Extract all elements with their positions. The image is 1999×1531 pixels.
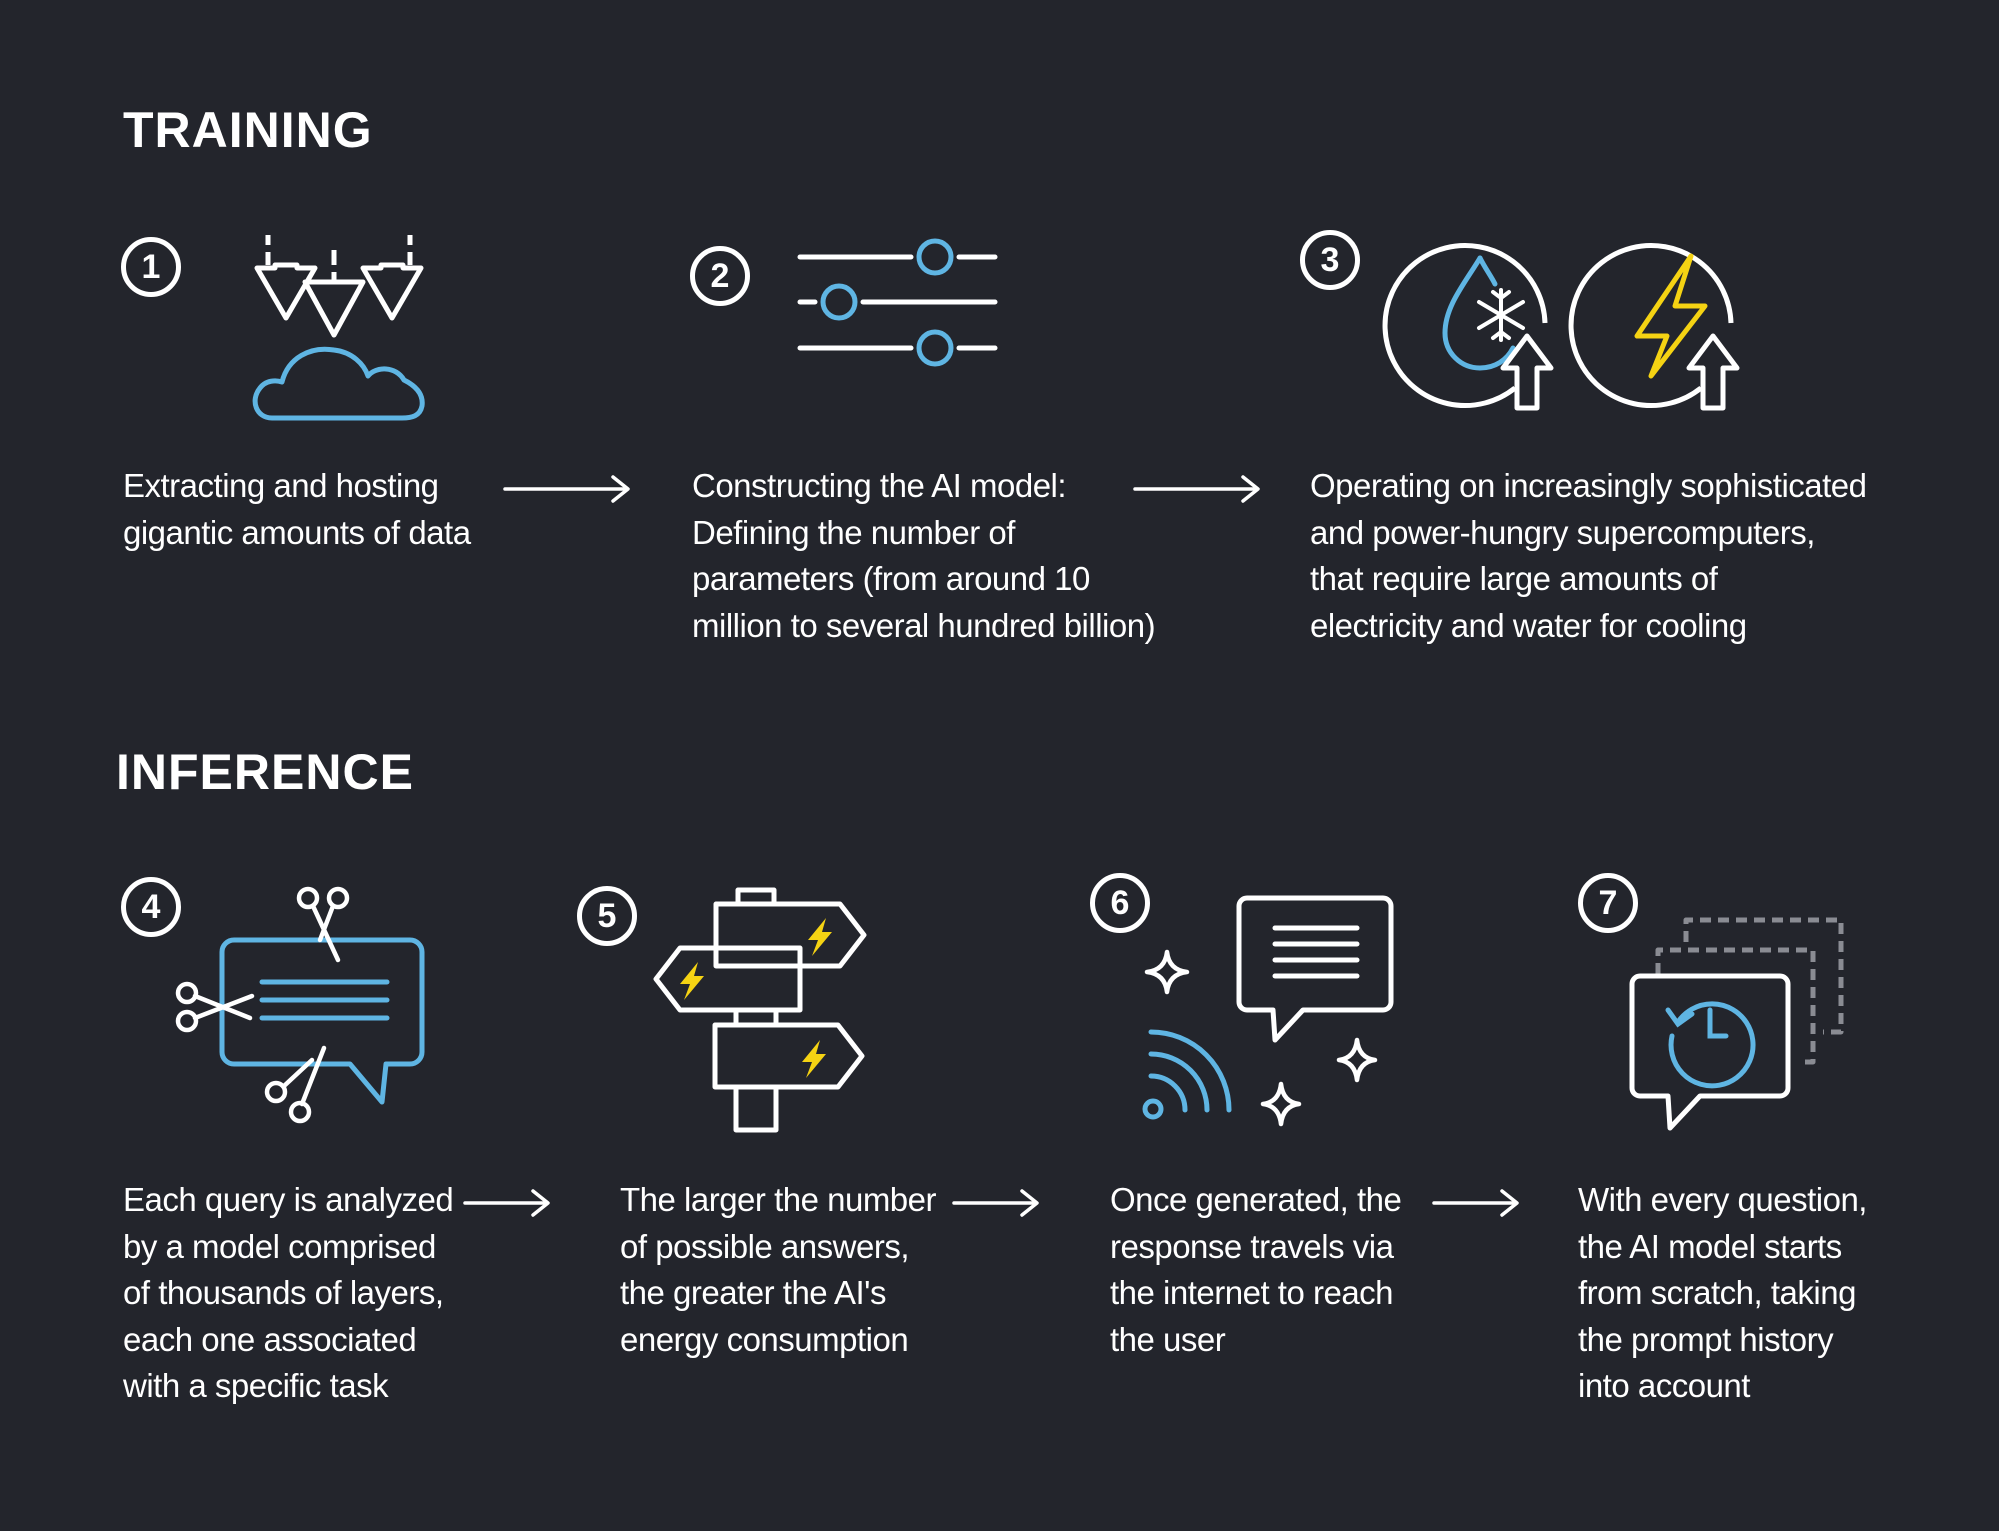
step-4-line-2: by a model comprised: [123, 1227, 436, 1265]
step-5-line-4: energy consumption: [620, 1320, 909, 1358]
step-7-line-1: With every question,: [1578, 1181, 1867, 1218]
step-5-line-2: of possible answers,: [620, 1227, 909, 1265]
arrow-1-to-2: [503, 475, 630, 503]
step-3-number: 3: [1300, 230, 1360, 290]
step-2-line-1: Constructing the AI model:: [692, 467, 1067, 504]
step-6-number: 6: [1090, 873, 1150, 933]
parameter-sliders-icon: [797, 238, 998, 367]
arrow-4-to-5: [463, 1189, 550, 1217]
step-1-line-2: gigantic amounts of data: [123, 513, 471, 551]
signpost-lightning-icon: [653, 887, 867, 1133]
step-3-line-1: Operating on increasingly sophisticated: [1310, 467, 1867, 504]
inference-title: INFERENCE: [116, 744, 414, 800]
step-1-number: 1: [121, 237, 181, 297]
step-4-line-3: of thousands of layers,: [123, 1274, 444, 1311]
step-4-line-1: Each query is analyzed: [123, 1181, 454, 1218]
step-7-line-4: the prompt history: [1578, 1320, 1834, 1358]
step-6-line-2: response travels via: [1110, 1227, 1394, 1265]
step-2-line-3: parameters (from around 10: [692, 560, 1090, 597]
step-1-description: Extracting and hosting gigantic amounts …: [123, 463, 471, 556]
prompt-history-chat-icon: [1629, 917, 1844, 1131]
step-2-line-4: million to several hundred billion): [692, 606, 1156, 644]
step-3-line-3: that require large amounts of: [1310, 560, 1718, 597]
step-6-line-3: the internet to reach: [1110, 1274, 1394, 1311]
step-3-description: Operating on increasingly sophisticated …: [1310, 463, 1867, 649]
chat-bubble-scissors-icon: [175, 886, 425, 1124]
step-7-line-5: into account: [1578, 1367, 1750, 1404]
step-7-line-2: the AI model starts: [1578, 1227, 1842, 1265]
water-and-electricity-icon: [1382, 243, 1740, 411]
step-4-line-5: with a specific task: [123, 1367, 389, 1404]
step-2-description: Constructing the AI model: Defining the …: [692, 463, 1156, 649]
arrow-5-to-6: [952, 1189, 1039, 1217]
response-wifi-sparkle-icon: [1142, 895, 1394, 1127]
step-1-line-1: Extracting and hosting: [123, 467, 439, 504]
step-5-description: The larger the number of possible answer…: [620, 1177, 937, 1363]
step-7-line-3: from scratch, taking: [1578, 1274, 1856, 1311]
step-4-line-4: each one associated: [123, 1320, 417, 1358]
step-5-line-3: the greater the AI's: [620, 1274, 886, 1311]
step-3-line-4: electricity and water for cooling: [1310, 606, 1747, 644]
step-4-number: 4: [121, 877, 181, 937]
step-7-number: 7: [1578, 873, 1638, 933]
training-title: TRAINING: [123, 102, 373, 158]
data-download-cloud-icon: [252, 235, 425, 421]
step-6-description: Once generated, the response travels via…: [1110, 1177, 1402, 1363]
step-2-line-2: Defining the number of: [692, 513, 1015, 551]
arrow-2-to-3: [1133, 475, 1260, 503]
step-5-line-1: The larger the number: [620, 1181, 937, 1218]
step-2-number: 2: [690, 246, 750, 306]
step-5-number: 5: [577, 886, 637, 946]
step-3-line-2: and power-hungry supercomputers,: [1310, 513, 1815, 551]
step-6-line-1: Once generated, the: [1110, 1181, 1402, 1218]
step-7-description: With every question, the AI model starts…: [1578, 1177, 1867, 1410]
step-6-line-4: the user: [1110, 1320, 1226, 1358]
arrow-6-to-7: [1432, 1189, 1519, 1217]
step-4-description: Each query is analyzed by a model compri…: [123, 1177, 454, 1410]
